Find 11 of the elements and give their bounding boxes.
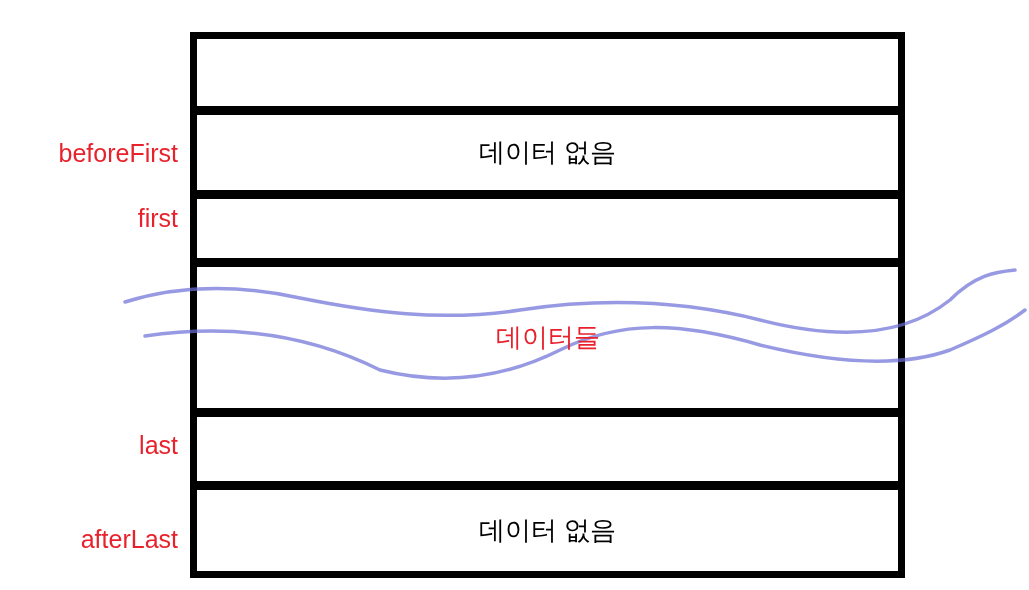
table-row <box>197 261 898 414</box>
pointer-label: first <box>137 204 178 233</box>
row-text: 데이터들 <box>495 321 600 354</box>
pointer-label: afterLast <box>80 525 178 554</box>
table-row <box>197 109 898 196</box>
empty-row <box>197 411 898 487</box>
pointer-label: last <box>139 431 178 460</box>
empty-row <box>197 193 898 264</box>
row-text: 데이터 없음 <box>478 514 617 547</box>
row-text: 데이터 없음 <box>478 136 617 169</box>
pointer-label: beforeFirst <box>58 139 178 168</box>
